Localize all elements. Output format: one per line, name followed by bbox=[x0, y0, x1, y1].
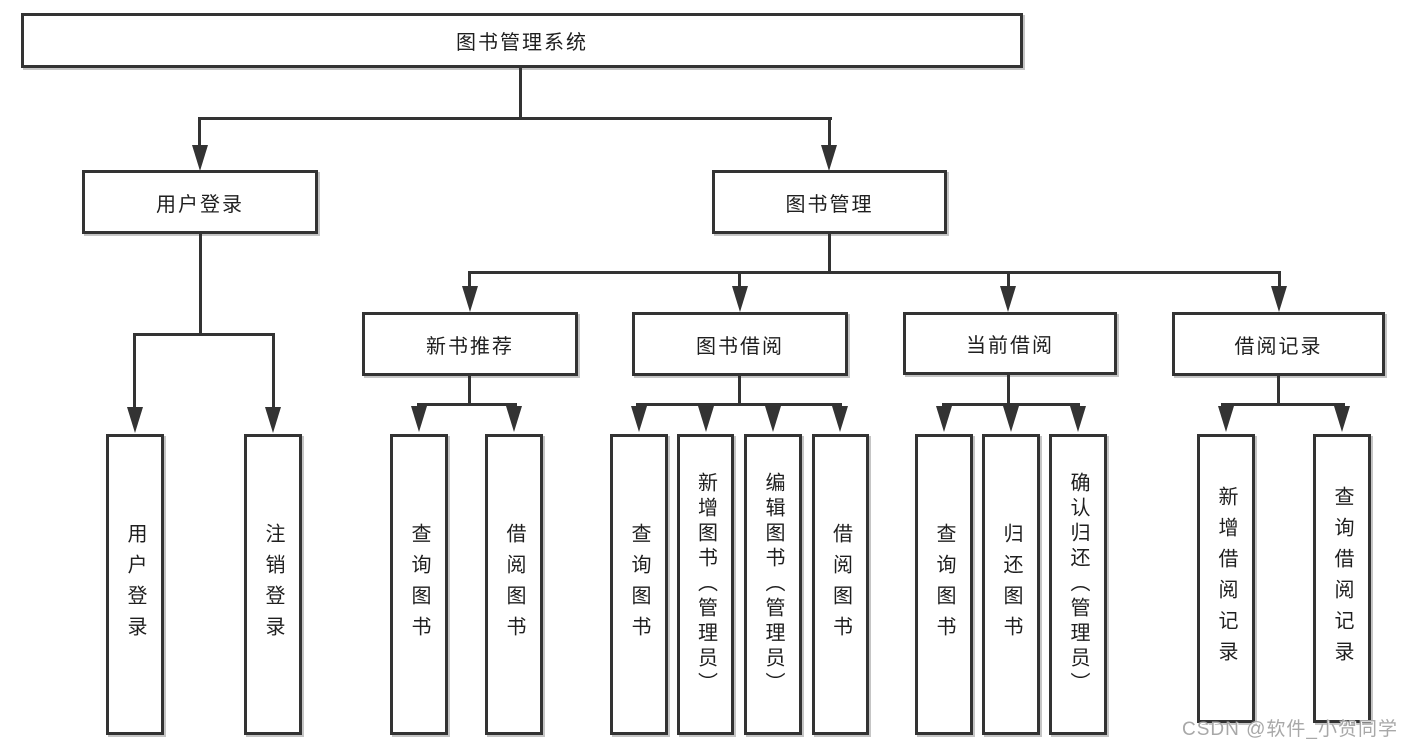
connector-line bbox=[738, 376, 741, 405]
arrow-down-icon bbox=[1271, 286, 1287, 312]
connector-line bbox=[198, 117, 832, 120]
connector-line bbox=[1221, 403, 1345, 406]
connector-line bbox=[468, 271, 471, 288]
connector-line bbox=[828, 234, 831, 273]
leaf-label: 新增图书（管理员） bbox=[694, 472, 717, 697]
arrow-down-icon bbox=[1070, 406, 1086, 432]
node-new-book-recommend: 新书推荐 bbox=[362, 312, 578, 376]
leaf-label: 归还图书 bbox=[1000, 522, 1022, 647]
leaf-query-books-borrowing: 查询图书 bbox=[610, 434, 668, 735]
leaf-label: 注销登录 bbox=[262, 522, 284, 647]
leaf-add-books-admin: 新增图书（管理员） bbox=[677, 434, 734, 735]
arrow-down-icon bbox=[832, 406, 848, 432]
connector-line bbox=[133, 333, 275, 336]
leaf-label: 编辑图书（管理员） bbox=[762, 472, 784, 697]
arrow-down-icon bbox=[1003, 406, 1019, 432]
arrow-down-icon bbox=[698, 406, 714, 432]
connector-line bbox=[468, 271, 1281, 274]
leaf-query-borrow-record: 查询借阅记录 bbox=[1313, 434, 1371, 723]
connector-line bbox=[942, 403, 1080, 406]
leaf-query-books-current: 查询图书 bbox=[915, 434, 973, 735]
node-label: 新书推荐 bbox=[426, 335, 514, 358]
arrow-down-icon bbox=[631, 406, 647, 432]
arrow-down-icon bbox=[936, 406, 952, 432]
arrow-down-icon bbox=[265, 407, 281, 433]
node-user-login: 用户登录 bbox=[82, 170, 318, 234]
leaf-confirm-return-admin: 确认归还（管理员） bbox=[1049, 434, 1107, 735]
connector-line bbox=[738, 271, 741, 288]
node-label: 图书管理系统 bbox=[456, 32, 588, 54]
node-label: 用户登录 bbox=[156, 193, 244, 216]
connector-line bbox=[468, 376, 471, 405]
node-library-system: 图书管理系统 bbox=[21, 13, 1023, 68]
leaf-query-books-recommend: 查询图书 bbox=[390, 434, 448, 735]
arrow-down-icon bbox=[127, 407, 143, 433]
node-label: 当前借阅 bbox=[966, 335, 1054, 357]
leaf-return-books: 归还图书 bbox=[982, 434, 1040, 735]
leaf-label: 确认归还（管理员） bbox=[1067, 472, 1089, 697]
node-label: 图书管理 bbox=[785, 193, 874, 216]
leaf-label: 用户登录 bbox=[124, 522, 146, 647]
node-borrowing-records: 借阅记录 bbox=[1172, 312, 1385, 376]
connector-line bbox=[636, 403, 842, 406]
leaf-borrow-books: 借阅图书 bbox=[812, 434, 869, 735]
watermark: CSDN @软件_小贺同学 bbox=[1182, 719, 1398, 740]
leaf-edit-books-admin: 编辑图书（管理员） bbox=[744, 434, 802, 735]
connector-line bbox=[199, 234, 202, 335]
arrow-down-icon bbox=[1218, 406, 1234, 432]
leaf-label: 借阅图书 bbox=[503, 522, 525, 647]
arrow-down-icon bbox=[506, 406, 522, 432]
leaf-label: 查询图书 bbox=[933, 522, 955, 647]
leaf-borrow-books-recommend: 借阅图书 bbox=[485, 434, 543, 735]
arrow-down-icon bbox=[1000, 286, 1016, 312]
connector-line bbox=[272, 333, 275, 408]
leaf-logout: 注销登录 bbox=[244, 434, 302, 735]
leaf-label: 新增借阅记录 bbox=[1215, 485, 1237, 672]
leaf-add-borrow-record: 新增借阅记录 bbox=[1197, 434, 1255, 723]
node-label: 借阅记录 bbox=[1234, 335, 1323, 358]
connector-line bbox=[1278, 271, 1281, 288]
node-label: 图书借阅 bbox=[696, 335, 784, 358]
leaf-user-login: 用户登录 bbox=[106, 434, 164, 735]
connector-line bbox=[417, 403, 517, 406]
arrow-down-icon bbox=[1334, 406, 1350, 432]
node-current-borrowing: 当前借阅 bbox=[903, 312, 1117, 375]
leaf-label: 查询图书 bbox=[408, 522, 430, 647]
arrow-down-icon bbox=[821, 145, 837, 171]
arrow-down-icon bbox=[765, 406, 781, 432]
node-book-management: 图书管理 bbox=[712, 170, 947, 234]
arrow-down-icon bbox=[411, 406, 427, 432]
connector-line bbox=[198, 117, 201, 148]
connector-line bbox=[1007, 271, 1010, 288]
connector-line bbox=[1007, 375, 1010, 405]
connector-line bbox=[1277, 376, 1280, 405]
arrow-down-icon bbox=[732, 286, 748, 312]
arrow-down-icon bbox=[192, 145, 208, 171]
connector-line bbox=[133, 333, 136, 408]
leaf-label: 查询图书 bbox=[628, 522, 650, 647]
arrow-down-icon bbox=[462, 286, 478, 312]
connector-line bbox=[519, 68, 522, 119]
leaf-label: 查询借阅记录 bbox=[1331, 485, 1353, 672]
node-book-borrowing: 图书借阅 bbox=[632, 312, 848, 376]
connector-line bbox=[828, 117, 831, 148]
leaf-label: 借阅图书 bbox=[829, 522, 852, 647]
